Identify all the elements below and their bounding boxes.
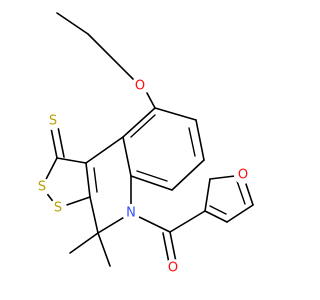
bond bbox=[93, 167, 98, 193]
bond bbox=[97, 232, 111, 267]
atom-sulfur-ring-lower: S bbox=[49, 199, 67, 217]
bond bbox=[169, 210, 206, 233]
bond bbox=[171, 159, 205, 191]
atom-label: S bbox=[49, 114, 57, 129]
bond-lines bbox=[41, 12, 254, 267]
bond bbox=[188, 127, 196, 157]
bond bbox=[236, 180, 246, 205]
atom-label: S bbox=[38, 180, 46, 195]
bond bbox=[204, 210, 228, 223]
bond bbox=[69, 232, 99, 254]
bond bbox=[204, 178, 211, 212]
atom-label: O bbox=[168, 261, 178, 276]
atom-labels: O S S S N O O bbox=[33, 77, 252, 277]
atom-oxygen-carbonyl: O bbox=[164, 259, 182, 277]
bond bbox=[122, 136, 132, 177]
chemical-structure: O S S S N O O bbox=[33, 12, 254, 277]
bond bbox=[56, 12, 89, 35]
bond bbox=[89, 196, 99, 234]
atom-label: S bbox=[54, 201, 62, 216]
bond bbox=[87, 33, 134, 80]
bond bbox=[130, 175, 173, 191]
bond bbox=[162, 232, 170, 264]
bond bbox=[154, 107, 197, 121]
bond bbox=[122, 107, 156, 138]
bond bbox=[85, 162, 91, 198]
atom-sulfur-thione: S bbox=[44, 112, 62, 130]
atom-label: N bbox=[126, 206, 136, 221]
bond bbox=[57, 126, 65, 158]
atom-label: O bbox=[135, 79, 145, 94]
bond bbox=[209, 205, 227, 215]
atom-label: O bbox=[238, 168, 248, 183]
bond bbox=[226, 204, 254, 223]
bond bbox=[56, 157, 87, 164]
bond bbox=[136, 170, 168, 182]
bond bbox=[130, 114, 156, 138]
bond bbox=[195, 119, 205, 161]
atom-sulfur-ring-upper: S bbox=[33, 178, 51, 196]
bond bbox=[169, 231, 177, 263]
bond bbox=[146, 92, 156, 109]
atom-oxygen-furan: O bbox=[234, 166, 252, 184]
atom-nitrogen: N bbox=[122, 204, 140, 222]
bond bbox=[85, 136, 124, 164]
atom-oxygen-ethoxy: O bbox=[131, 77, 149, 95]
bond bbox=[50, 127, 58, 159]
